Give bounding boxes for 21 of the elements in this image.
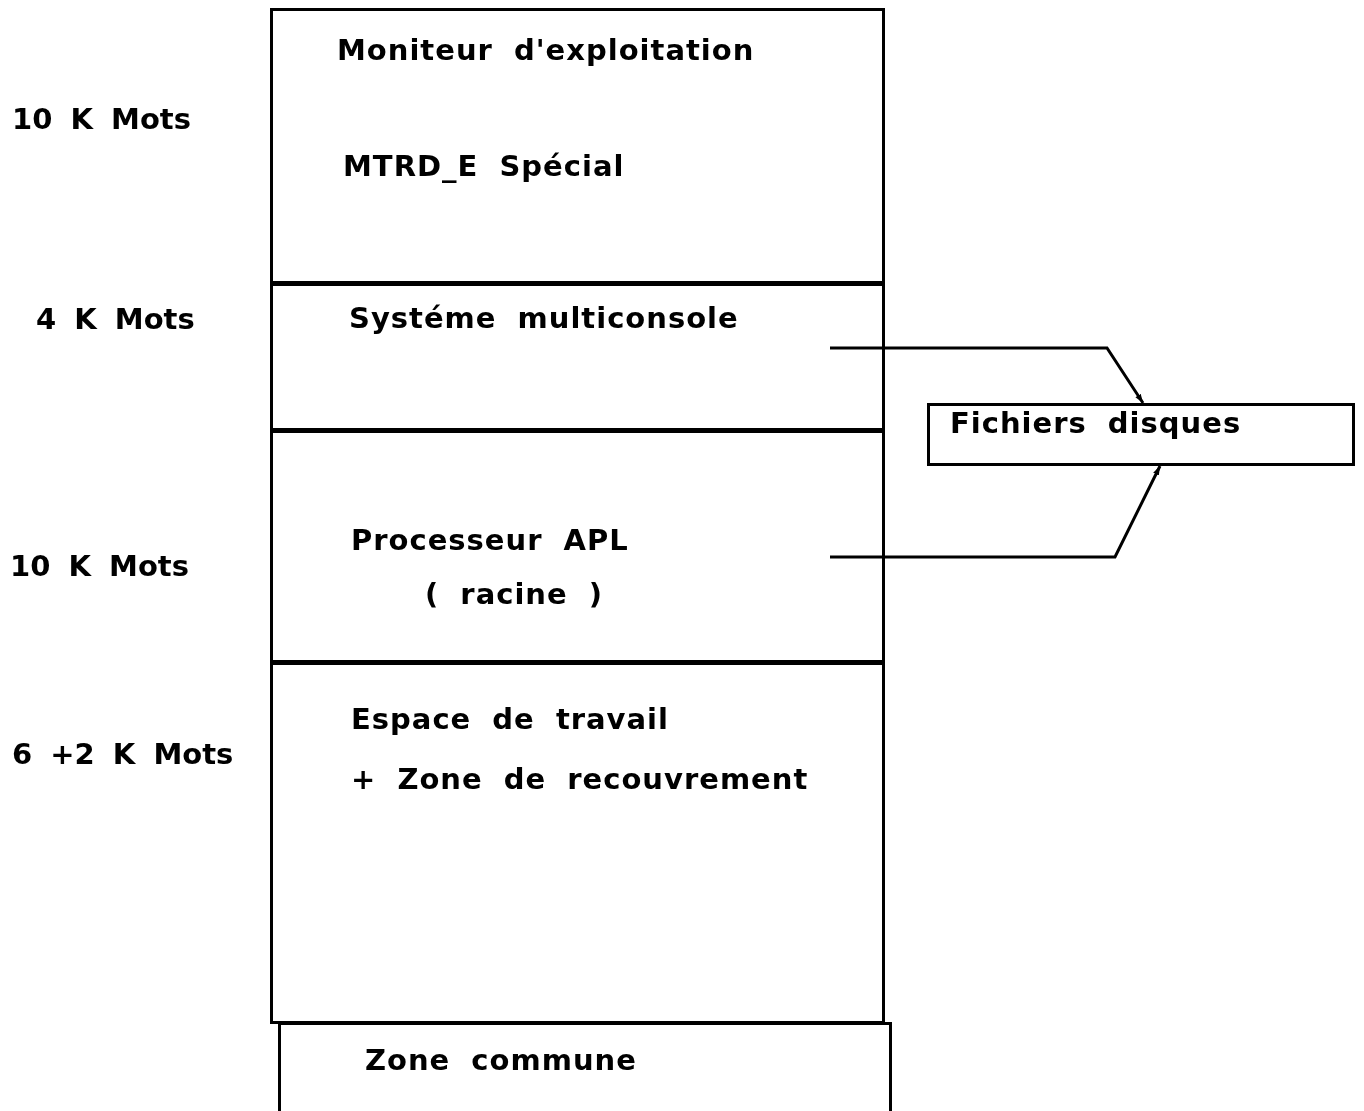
memory-segment-box: [270, 8, 885, 284]
segment-label: Systéme multiconsole: [349, 301, 739, 335]
file-box: [927, 403, 1355, 466]
segment-label: Moniteur d'exploitation: [337, 33, 755, 67]
size-label: 10 K Mots: [12, 102, 191, 136]
size-label: 6 +2 K Mots: [12, 737, 234, 771]
segment-label: Fichiers disques: [950, 406, 1242, 440]
memory-segment-box: [270, 662, 885, 1024]
segment-label: + Zone de recouvrement: [351, 762, 809, 796]
arrow: [830, 465, 1162, 559]
size-label: 4 K Mots: [36, 302, 195, 336]
segment-label: Processeur APL: [351, 523, 629, 557]
segment-label: MTRD_E Spécial: [343, 149, 625, 183]
memory-segment-box: [278, 1022, 892, 1111]
segment-label: Espace de travail: [351, 702, 669, 736]
arrow: [830, 346, 1145, 404]
segment-label: ( racine ): [425, 577, 604, 611]
size-label: 10 K Mots: [10, 549, 189, 583]
memory-segment-box: [270, 430, 885, 663]
memory-segment-box: [270, 283, 885, 431]
segment-label: Zone commune: [365, 1043, 637, 1077]
